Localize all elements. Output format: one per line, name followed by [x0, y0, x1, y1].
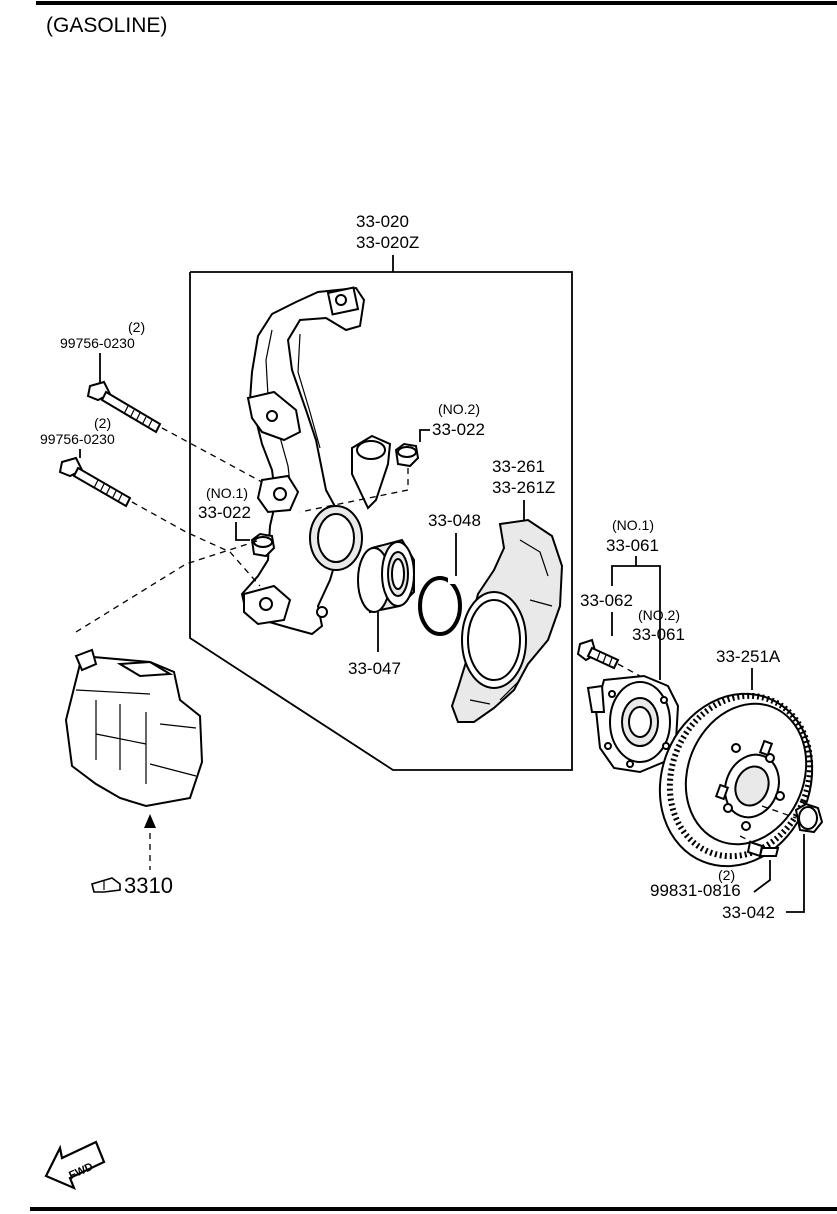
nut-no2-tag: (NO.2)	[438, 401, 480, 417]
disc-label[interactable]: 33-251A	[716, 647, 781, 666]
snap-ring-label[interactable]: 33-048	[428, 511, 481, 530]
wheel-bearing-part[interactable]	[357, 538, 415, 614]
nut-no2-label[interactable]: 33-022	[432, 420, 485, 439]
knuckle-group-box	[189, 255, 573, 771]
nut-no2-dash	[299, 468, 409, 513]
page-title: (GASOLINE)	[46, 14, 167, 37]
bolt-lower-label[interactable]: 99756-0230	[40, 431, 115, 447]
dust-cover-label-1[interactable]: 33-261	[492, 457, 545, 476]
disc-screw-part[interactable]	[746, 840, 780, 858]
nut-no1-label[interactable]: 33-022	[198, 503, 251, 522]
bolt-upper-label[interactable]: 99756-0230	[60, 335, 135, 351]
caliper-reference-link[interactable]: 3310	[124, 873, 173, 898]
hub-bolt-part[interactable]	[576, 638, 620, 670]
hub-bolt-dash	[617, 663, 641, 677]
locknut-label[interactable]: 33-042	[722, 903, 775, 922]
screw-leader	[753, 860, 771, 893]
bolt-upper-dash	[161, 427, 263, 483]
brake-caliper-part[interactable]	[64, 648, 204, 808]
locknut-part[interactable]	[794, 802, 824, 834]
bolt-upper-part[interactable]	[86, 380, 162, 434]
bolt-lower-dash	[131, 501, 261, 587]
bolt-upper-qty: (2)	[128, 319, 145, 335]
hub-no1-bracket	[611, 565, 661, 680]
nut-no2-leader	[419, 429, 430, 442]
locknut-leader	[786, 834, 805, 913]
hub-no1-label[interactable]: 33-061	[606, 536, 659, 555]
brake-disc-part[interactable]	[634, 671, 837, 890]
fwd-arrow-icon: FWD	[44, 1140, 106, 1191]
knuckle-label-2[interactable]: 33-020Z	[356, 233, 419, 252]
screw-qty: (2)	[718, 867, 735, 883]
bolt-lower-qty: (2)	[94, 415, 111, 431]
caliper-dash-upper	[75, 539, 261, 633]
hub-bolt-label[interactable]: 33-062	[580, 591, 633, 610]
bearing-label[interactable]: 33-047	[348, 659, 401, 678]
screw-label[interactable]: 99831-0816	[650, 881, 741, 900]
bolt-lower-part[interactable]	[58, 456, 132, 508]
nut-no2-part[interactable]	[394, 442, 420, 468]
hub-no2-label[interactable]: 33-061	[632, 625, 685, 644]
nut-no1-leader	[235, 522, 250, 541]
dust-cover-label-2[interactable]: 33-261Z	[492, 478, 555, 497]
snap-ring-part[interactable]	[418, 576, 462, 636]
pointing-hand-icon	[91, 877, 121, 893]
hub-no1-tag: (NO.1)	[612, 517, 654, 533]
wheel-hub-part[interactable]	[586, 674, 680, 774]
nut-no1-tag: (NO.1)	[206, 485, 248, 501]
knuckle-label-1[interactable]: 33-020	[356, 212, 409, 231]
dust-cover-part[interactable]	[450, 518, 564, 723]
nut-no1-part[interactable]	[250, 532, 276, 558]
screw-dash	[739, 835, 753, 843]
hub-no2-tag: (NO.2)	[638, 607, 680, 623]
caliper-arrow-icon	[144, 814, 156, 828]
